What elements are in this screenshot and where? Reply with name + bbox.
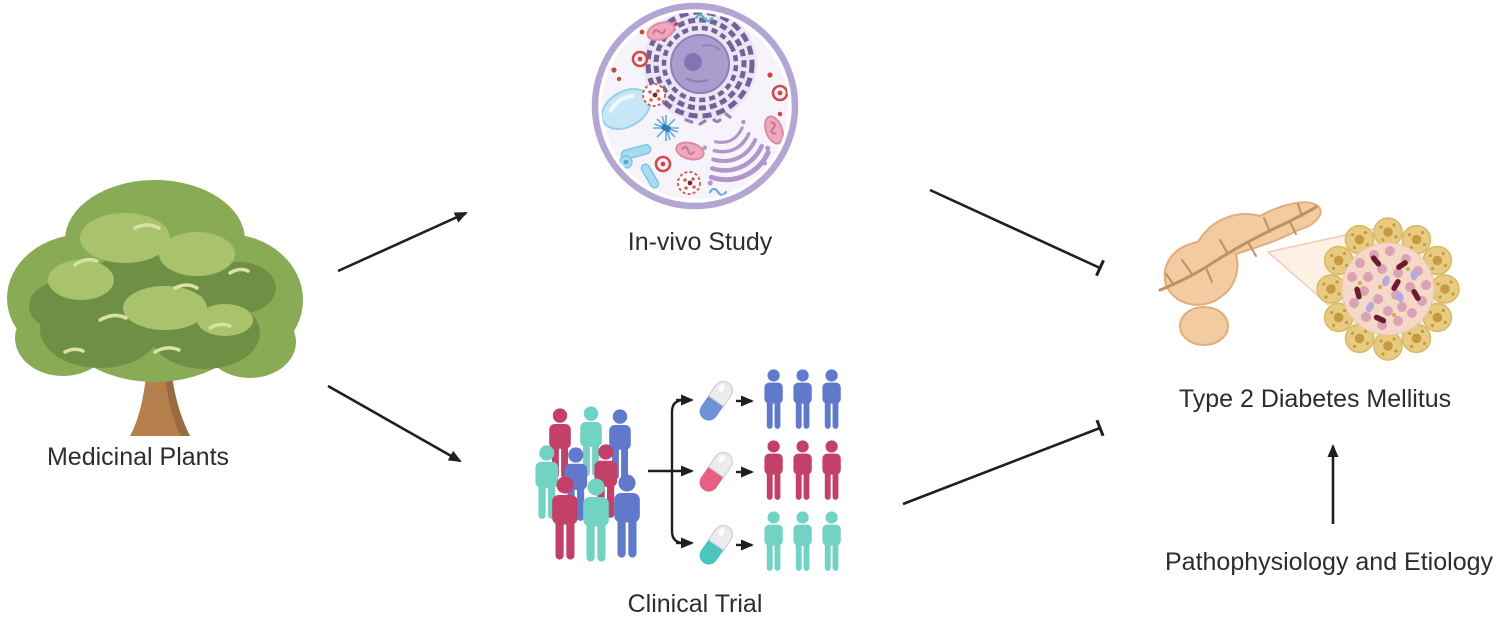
trial-branch-bracket: [648, 394, 754, 551]
arrow-plants-to-invivo: [337, 211, 468, 273]
cell-centrosome: [653, 115, 679, 141]
person-icon: [793, 440, 812, 500]
inhibition-trial-to-t2dm: [902, 419, 1105, 506]
label-clinical-trial: Clinical Trial: [627, 590, 763, 618]
person-icon: [764, 369, 783, 429]
pill-crimson-icon: [695, 448, 737, 496]
vesicle-icon: [642, 83, 666, 107]
pill-teal-icon: [695, 521, 737, 569]
islet-icon: [1316, 217, 1460, 361]
cell-golgi: [702, 119, 771, 186]
label-t2dm: Type 2 Diabetes Mellitus: [1178, 385, 1452, 413]
inhibition-invivo-to-t2dm: [929, 188, 1105, 277]
vesicle-icon: [677, 171, 701, 195]
person-icon: [614, 474, 640, 558]
label-pathophysiology: Pathophysiology and Etiology: [1164, 548, 1494, 576]
in-vivo-cell-icon: [591, 2, 799, 210]
cell-vacuole: [601, 88, 652, 130]
person-icon: [793, 511, 812, 571]
pancreas-illustration: [1158, 201, 1460, 361]
person-icon: [583, 478, 609, 562]
medicinal-plant-tree-icon: [7, 180, 303, 436]
arrow-plants-to-trial: [327, 384, 462, 463]
trial-crowd: [535, 406, 640, 562]
person-icon: [793, 369, 812, 429]
cell-rods: [619, 144, 660, 189]
trial-group-blue: [764, 369, 841, 429]
cell-dots: [611, 21, 783, 117]
person-icon: [822, 369, 841, 429]
connectors: [327, 188, 1339, 551]
person-icon: [764, 511, 783, 571]
pancreas-icon: [1158, 201, 1322, 346]
tree-canopy: [7, 180, 303, 382]
pill-blue-icon: [695, 377, 737, 425]
cell-nucleus-er: [643, 12, 757, 126]
trial-group-crimson: [764, 440, 841, 500]
islet-core: [1341, 242, 1435, 336]
person-icon: [822, 440, 841, 500]
label-medicinal-plants: Medicinal Plants: [46, 443, 230, 471]
trial-group-teal: [764, 511, 841, 571]
label-in-vivo-study: In-vivo Study: [627, 228, 773, 256]
person-icon: [764, 440, 783, 500]
cell-squiggles: [694, 13, 728, 197]
chromatin-bits: [684, 112, 732, 126]
person-icon: [822, 511, 841, 571]
